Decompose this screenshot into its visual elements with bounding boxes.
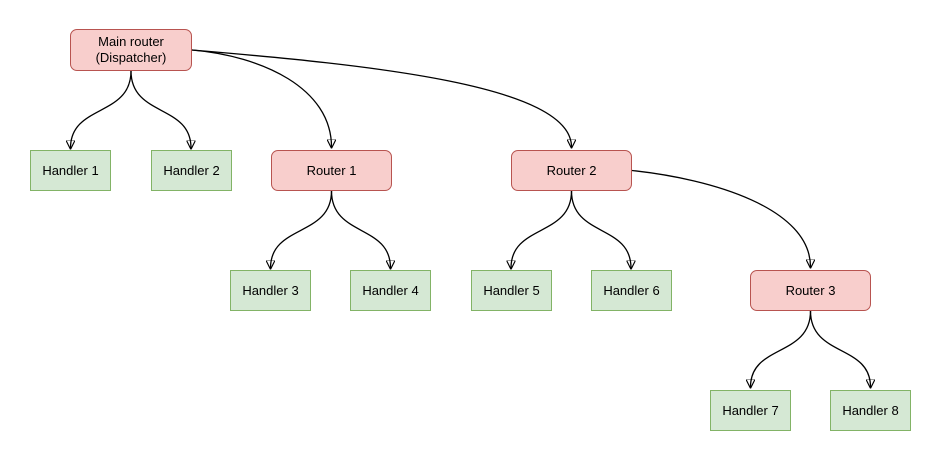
node-label: Handler 4 xyxy=(362,282,419,298)
node-label: Handler 3 xyxy=(242,282,299,298)
node-handler-8[interactable]: Handler 8 xyxy=(830,390,911,431)
edge-router-3-to-handler-8 xyxy=(809,310,871,387)
node-label: Handler 6 xyxy=(603,282,660,298)
edge-router-1-to-handler-4 xyxy=(330,190,391,268)
edge-main-router-to-router-2 xyxy=(191,49,572,147)
edge-main-router-to-handler-2 xyxy=(130,70,191,148)
node-handler-5[interactable]: Handler 5 xyxy=(471,270,552,311)
edge-router-1-to-handler-3 xyxy=(271,190,333,268)
node-handler-3[interactable]: Handler 3 xyxy=(230,270,311,311)
node-router-1[interactable]: Router 1 xyxy=(271,150,392,191)
node-label: Handler 5 xyxy=(483,282,540,298)
node-handler-7[interactable]: Handler 7 xyxy=(710,390,791,431)
node-label: Handler 8 xyxy=(842,402,899,418)
edge-router-3-to-handler-7 xyxy=(751,310,812,387)
edge-main-router-to-router-1 xyxy=(191,49,332,147)
node-label: Handler 1 xyxy=(42,162,99,178)
node-label: Router 3 xyxy=(785,282,836,298)
edge-router-2-to-handler-6 xyxy=(570,190,632,268)
node-handler-2[interactable]: Handler 2 xyxy=(151,150,232,191)
edge-router-2-to-router-3 xyxy=(631,169,811,268)
node-handler-4[interactable]: Handler 4 xyxy=(350,270,431,311)
node-label: Router 2 xyxy=(546,162,597,178)
node-main-router[interactable]: Main router (Dispatcher) xyxy=(70,29,192,71)
node-router-2[interactable]: Router 2 xyxy=(511,150,632,191)
edge-router-2-to-handler-5 xyxy=(511,190,573,268)
node-label-line1: Main router xyxy=(98,34,164,49)
node-handler-6[interactable]: Handler 6 xyxy=(591,270,672,311)
edge-main-router-to-handler-1 xyxy=(71,70,132,148)
node-label-line2: (Dispatcher) xyxy=(95,50,167,65)
node-label: Handler 7 xyxy=(722,402,779,418)
node-label: Handler 2 xyxy=(163,162,220,178)
node-label: Router 1 xyxy=(306,162,357,178)
node-router-3[interactable]: Router 3 xyxy=(750,270,871,311)
node-handler-1[interactable]: Handler 1 xyxy=(30,150,111,191)
